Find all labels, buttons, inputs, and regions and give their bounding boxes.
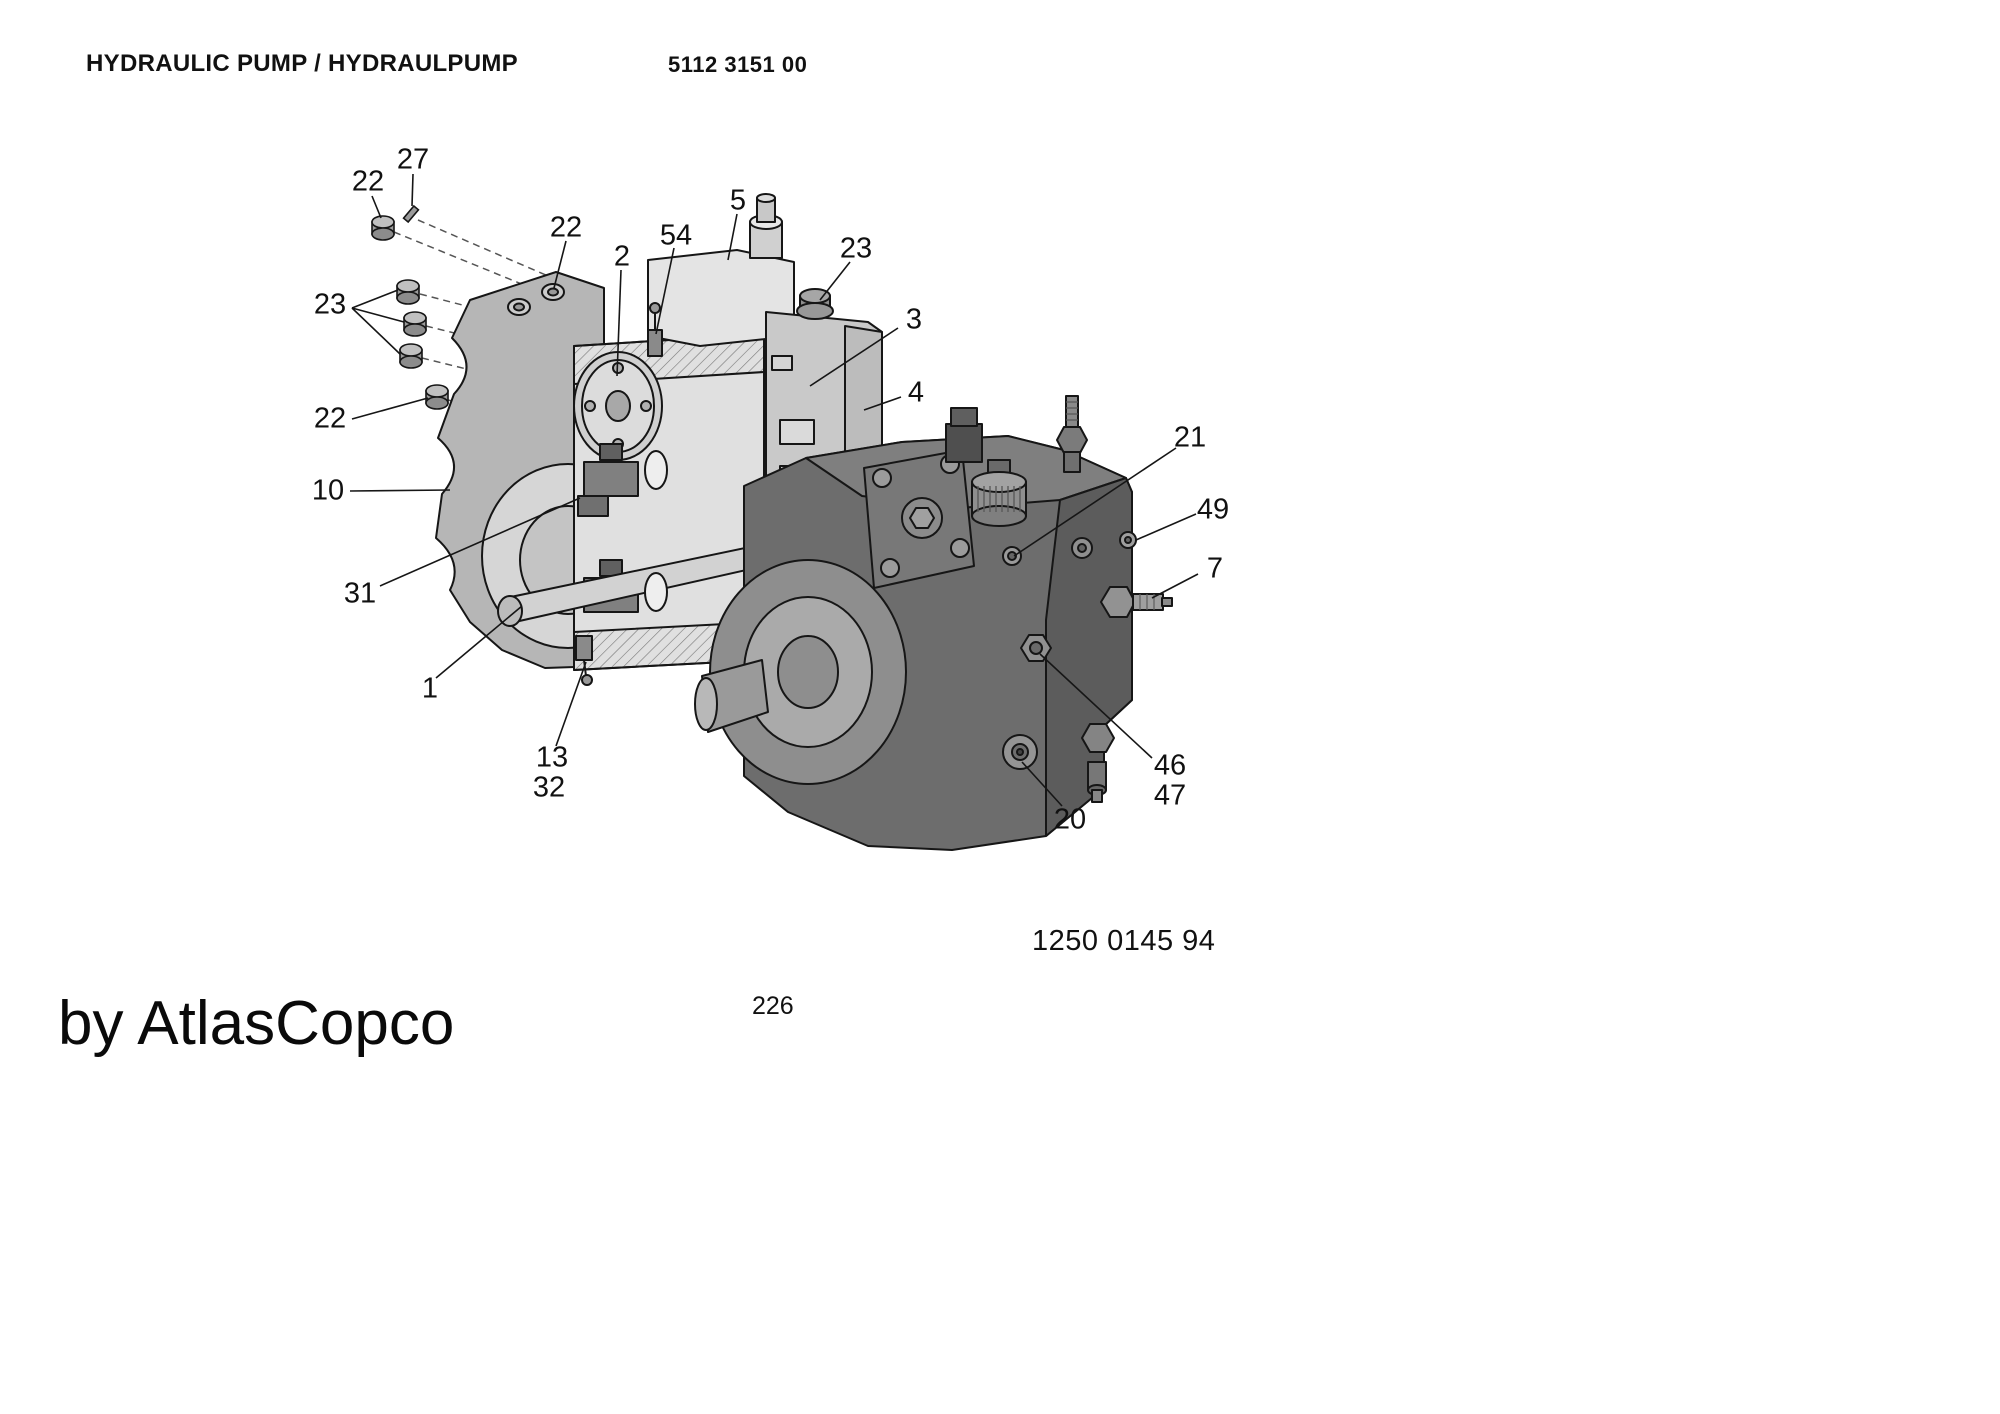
callout-2: 2 <box>613 240 631 273</box>
callout-7: 7 <box>1206 552 1224 585</box>
callout-22-housing-top: 22 <box>549 211 583 244</box>
callout-47: 47 <box>1153 779 1187 812</box>
callout-22-top-left: 22 <box>351 165 385 198</box>
callout-27: 27 <box>396 143 430 176</box>
callout-leader-lines <box>349 173 1199 807</box>
callout-10: 10 <box>311 474 345 507</box>
brand-watermark: by AtlasCopco <box>58 989 455 1058</box>
callout-4: 4 <box>907 376 925 409</box>
callout-46: 46 <box>1153 749 1187 782</box>
doc-number: 5112 3151 00 <box>668 52 808 77</box>
callout-3: 3 <box>905 303 923 336</box>
callout-22-left: 22 <box>313 402 347 435</box>
right-pump-assembly <box>694 395 1173 851</box>
callout-5: 5 <box>729 184 747 217</box>
page-title: HYDRAULIC PUMP / HYDRAULPUMP <box>86 50 518 77</box>
callout-49: 49 <box>1196 493 1230 526</box>
figure-part-number: 1250 0145 94 <box>1032 925 1216 957</box>
callout-23-left: 23 <box>313 288 347 321</box>
callout-23-right: 23 <box>839 232 873 265</box>
callout-21: 21 <box>1173 421 1207 454</box>
loose-plugs <box>371 204 449 410</box>
page-number: 226 <box>752 992 794 1020</box>
callout-20: 20 <box>1053 803 1087 836</box>
callout-1: 1 <box>421 672 439 705</box>
callout-32: 32 <box>532 771 566 804</box>
callout-54: 54 <box>659 219 693 252</box>
callout-13: 13 <box>535 741 569 774</box>
callout-31: 31 <box>343 577 377 610</box>
